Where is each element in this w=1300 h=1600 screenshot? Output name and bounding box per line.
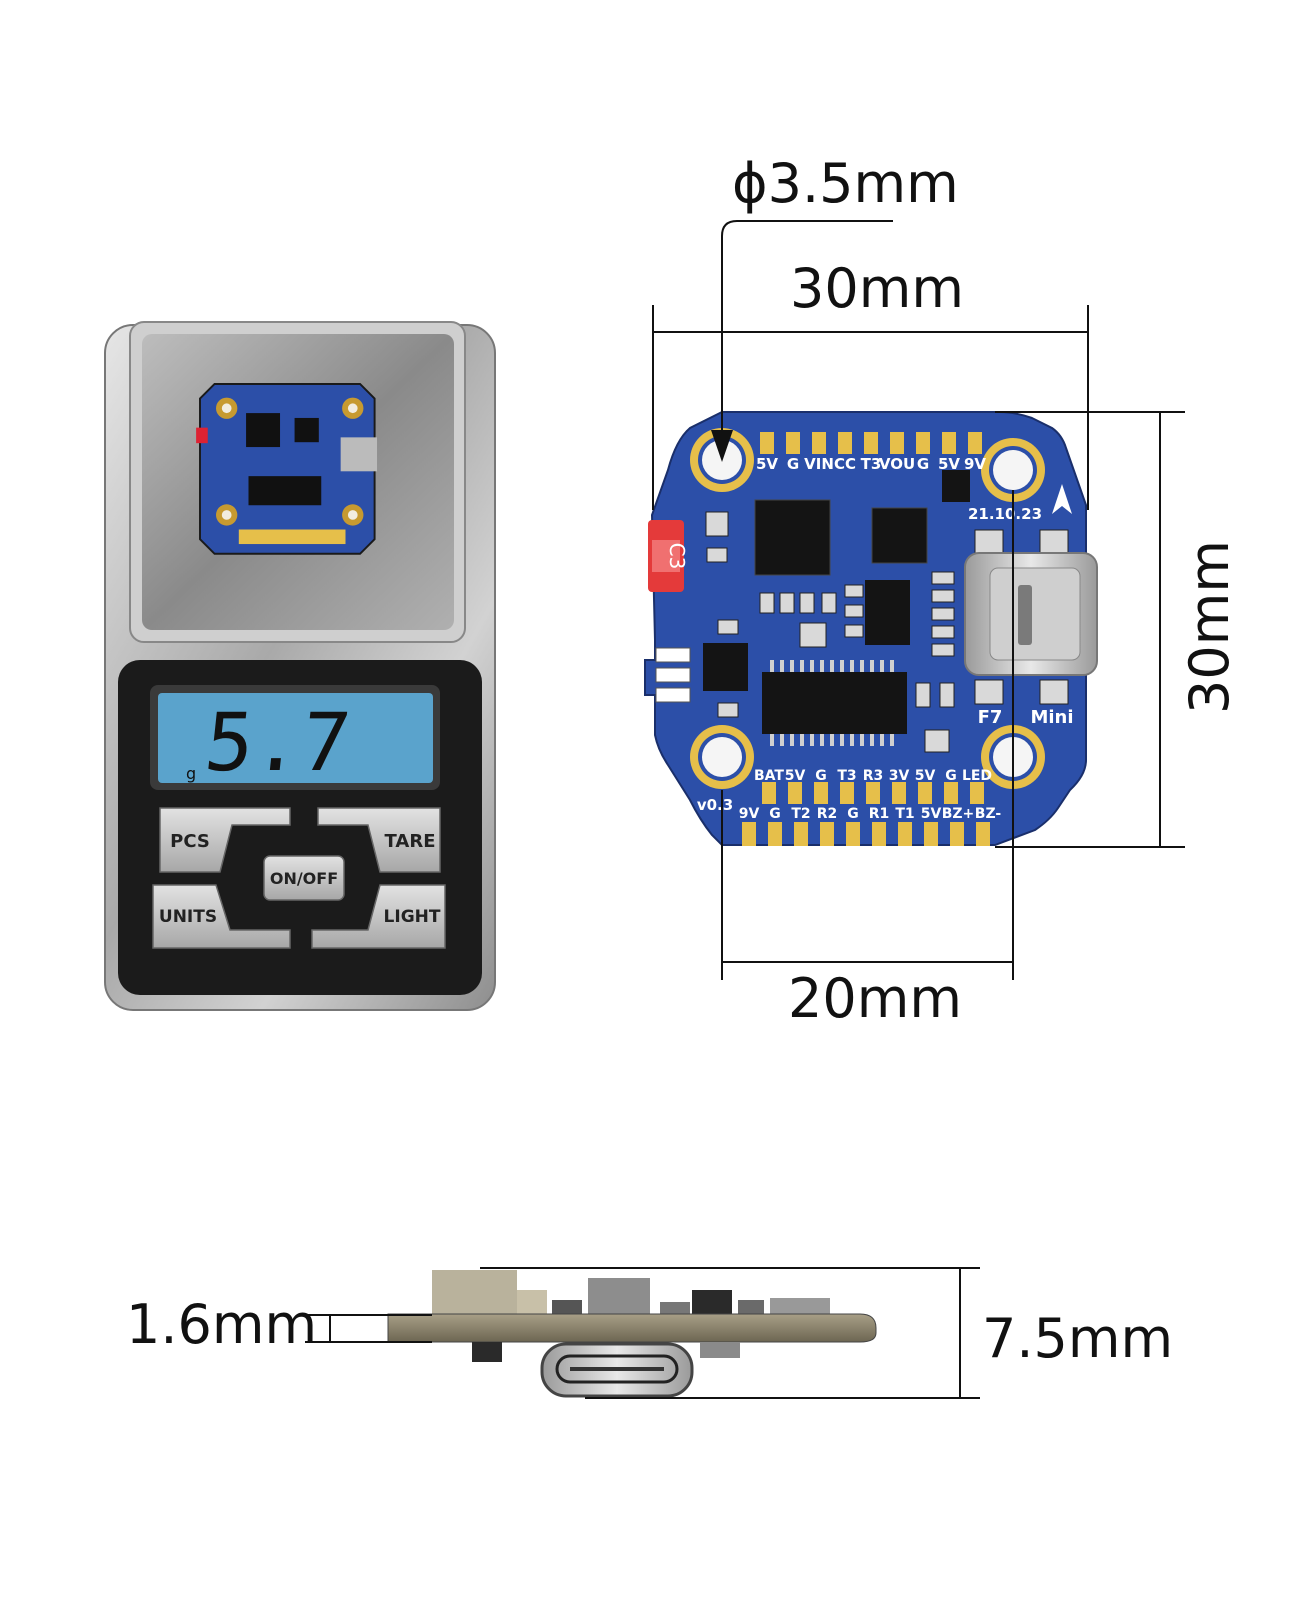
mount-hole-bl [690, 725, 754, 789]
small-chip [942, 470, 970, 502]
svg-text:BZ+: BZ+ [942, 806, 975, 822]
side-dimension-lines [305, 1267, 980, 1399]
svg-text:TARE: TARE [385, 831, 436, 852]
svg-text:T2: T2 [791, 806, 810, 822]
svg-text:PCS: PCS [170, 831, 210, 852]
svg-text:VIN: VIN [804, 455, 834, 473]
svg-text:ON/OFF: ON/OFF [270, 869, 338, 888]
width-label: 30mm [790, 257, 964, 320]
svg-text:R3: R3 [863, 768, 884, 784]
svg-text:VOU: VOU [879, 455, 915, 473]
light-button[interactable]: LIGHT [311, 884, 446, 949]
c3-connector: C3 [648, 520, 689, 592]
svg-text:G: G [945, 768, 957, 784]
osd-chip-pins [770, 660, 894, 746]
flight-controller-top-view: C3 5V G VIN CC T3 VOU G 5V 9V BAT 5V G T… [644, 411, 1098, 846]
svg-text:G: G [847, 806, 859, 822]
svg-text:5V: 5V [915, 768, 936, 784]
tare-button[interactable]: TARE [317, 807, 441, 873]
pcs-button[interactable]: PCS [159, 807, 291, 873]
svg-text:LIGHT: LIGHT [384, 907, 441, 927]
svg-text:9V: 9V [964, 455, 986, 473]
bottom-pad-labels-row1: BAT 5V G T3 R3 3V 5V G LED [754, 768, 992, 784]
svg-text:G: G [917, 455, 929, 473]
svg-text:G: G [787, 455, 799, 473]
pcb-thickness-label: 1.6mm [126, 1293, 318, 1356]
weight-reading: 5.7 [201, 696, 355, 789]
board-name-f7: F7 [978, 707, 1003, 728]
mcu-chip [754, 499, 831, 576]
svg-text:BZ-: BZ- [975, 806, 1002, 822]
svg-text:G: G [769, 806, 781, 822]
svg-text:5V: 5V [938, 455, 960, 473]
lcd-display [158, 693, 433, 783]
weight-unit: g [186, 764, 196, 783]
hole-diameter-label: ϕ3.5mm [732, 152, 959, 215]
status-leds [655, 647, 691, 703]
svg-text:3V: 3V [889, 768, 910, 784]
svg-text:5V: 5V [756, 455, 778, 473]
top-solder-pads [760, 432, 982, 454]
height-label: 30mm [1178, 540, 1241, 714]
mount-hole-tr [981, 438, 1045, 502]
svg-text:5V: 5V [785, 768, 806, 784]
svg-text:C3: C3 [665, 543, 689, 570]
osd-chip [762, 672, 907, 734]
total-height-label: 7.5mm [982, 1307, 1174, 1370]
board-version: v0.3 [697, 796, 733, 814]
svg-text:T1: T1 [895, 806, 914, 822]
svg-text:9V: 9V [739, 806, 760, 822]
usb-c-port [964, 552, 1098, 676]
svg-text:CC: CC [834, 455, 856, 473]
regulator-chip [865, 580, 910, 645]
svg-text:LED: LED [962, 768, 992, 784]
board-date: 21.10.23 [968, 505, 1042, 523]
flash-chip [703, 643, 748, 691]
svg-text:UNITS: UNITS [159, 907, 217, 927]
svg-text:G: G [815, 768, 827, 784]
gyro-chip [871, 507, 928, 564]
top-pad-labels: 5V G VIN CC T3 VOU G 5V 9V [756, 455, 986, 473]
on-off-button[interactable]: ON/OFF [263, 855, 345, 901]
svg-text:T3: T3 [837, 768, 856, 784]
svg-text:5V: 5V [921, 806, 942, 822]
units-button[interactable]: UNITS [152, 884, 291, 949]
board-on-scale [196, 383, 378, 555]
flight-controller-side-view [387, 1270, 877, 1398]
svg-text:T3: T3 [861, 455, 882, 473]
svg-text:R2: R2 [817, 806, 838, 822]
bottom-pad-labels-row2: 9V G T2 R2 G R1 T1 5V BZ+ BZ- [739, 806, 1002, 822]
leader-arrow-icon [711, 430, 733, 462]
svg-text:R1: R1 [869, 806, 890, 822]
pocket-scale: 5.7 g PCS TARE ON/OFF UNITS LIGHT [104, 321, 496, 1011]
bottom-solder-pads [742, 782, 990, 846]
logo-arrow-icon [1052, 484, 1072, 514]
board-name-mini: Mini [1030, 707, 1073, 728]
dimension-lines [652, 220, 1185, 980]
svg-text:BAT: BAT [754, 768, 784, 784]
passive-components [705, 511, 1069, 753]
mount-spacing-label: 20mm [788, 967, 962, 1030]
